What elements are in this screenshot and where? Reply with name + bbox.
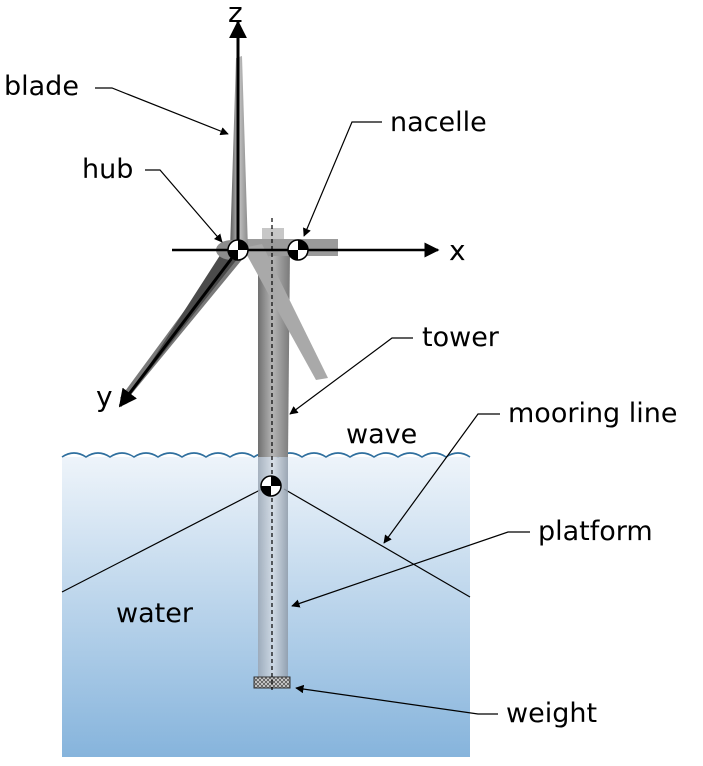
weight-leader bbox=[295, 684, 498, 715]
tower-label: tower bbox=[422, 322, 500, 353]
hub-label: hub bbox=[82, 154, 133, 185]
blade-label: blade bbox=[4, 71, 79, 102]
blade-down-right bbox=[243, 244, 328, 380]
nacelle-leader bbox=[303, 121, 382, 237]
hub-leader bbox=[145, 169, 223, 243]
y-axis-label: y bbox=[96, 380, 113, 413]
platform-label: platform bbox=[538, 516, 653, 547]
weight-label: weight bbox=[506, 698, 597, 729]
mooring-line-label: mooring line bbox=[508, 398, 678, 429]
y-axis-arrow bbox=[118, 249, 240, 408]
platform-cg-marker bbox=[260, 475, 282, 497]
wave-label: wave bbox=[346, 419, 417, 450]
platform-leader bbox=[291, 531, 530, 608]
tower-leader bbox=[289, 337, 413, 415]
x-axis-label: x bbox=[449, 234, 466, 267]
mooring-line-right bbox=[283, 488, 471, 598]
mooring-line-leader bbox=[383, 413, 500, 544]
nacelle-label: nacelle bbox=[390, 107, 487, 138]
mooring-line-left bbox=[61, 488, 263, 593]
nacelle-cg-marker bbox=[287, 239, 309, 261]
water-label: water bbox=[116, 598, 194, 629]
blade-leader bbox=[95, 87, 229, 136]
hub-cg-marker bbox=[227, 239, 249, 261]
z-axis-label: z bbox=[228, 0, 243, 29]
